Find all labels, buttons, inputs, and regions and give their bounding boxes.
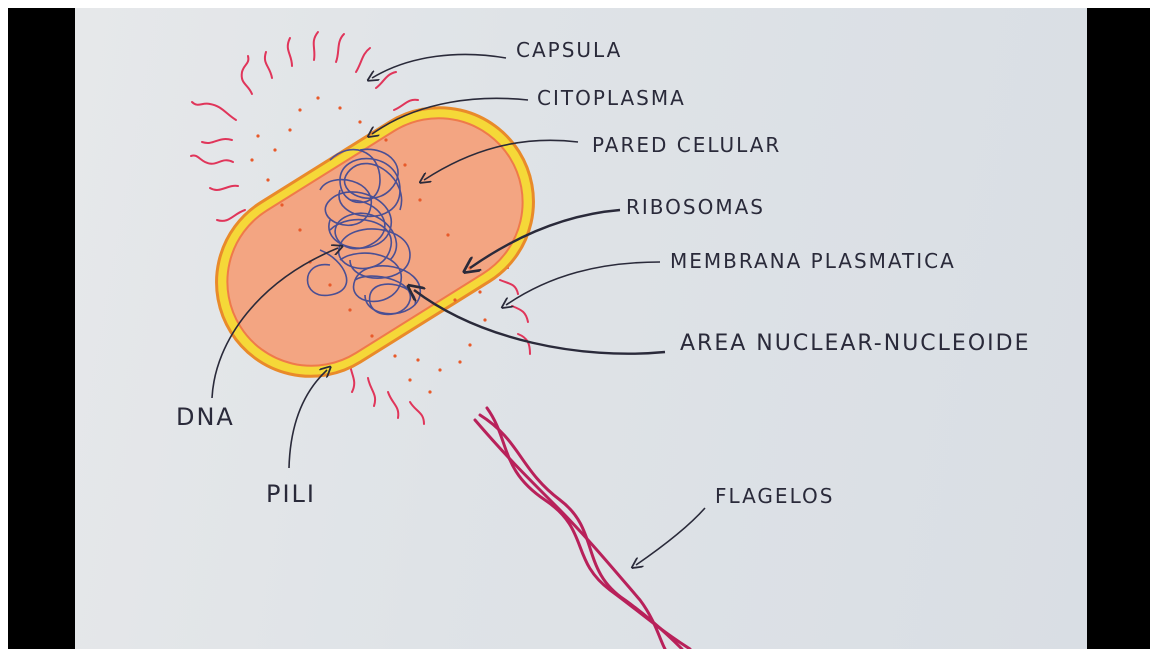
flagella <box>475 408 690 649</box>
label-citoplasma: CITOPLASMA <box>537 86 686 110</box>
label-membrana-plasmatica: MEMBRANA PLASMATICA <box>670 249 956 273</box>
label-ribosomas: RIBOSOMAS <box>626 195 765 219</box>
label-flagelos: FLAGELOS <box>715 484 834 508</box>
label-dna: DNA <box>176 403 235 431</box>
label-pared-celular: PARED CELULAR <box>592 133 781 157</box>
label-area-nuclear: AREA NUCLEAR-NUCLEOIDE <box>680 331 1030 356</box>
label-capsula: CAPSULA <box>516 38 622 62</box>
label-pili: PILI <box>266 480 316 508</box>
